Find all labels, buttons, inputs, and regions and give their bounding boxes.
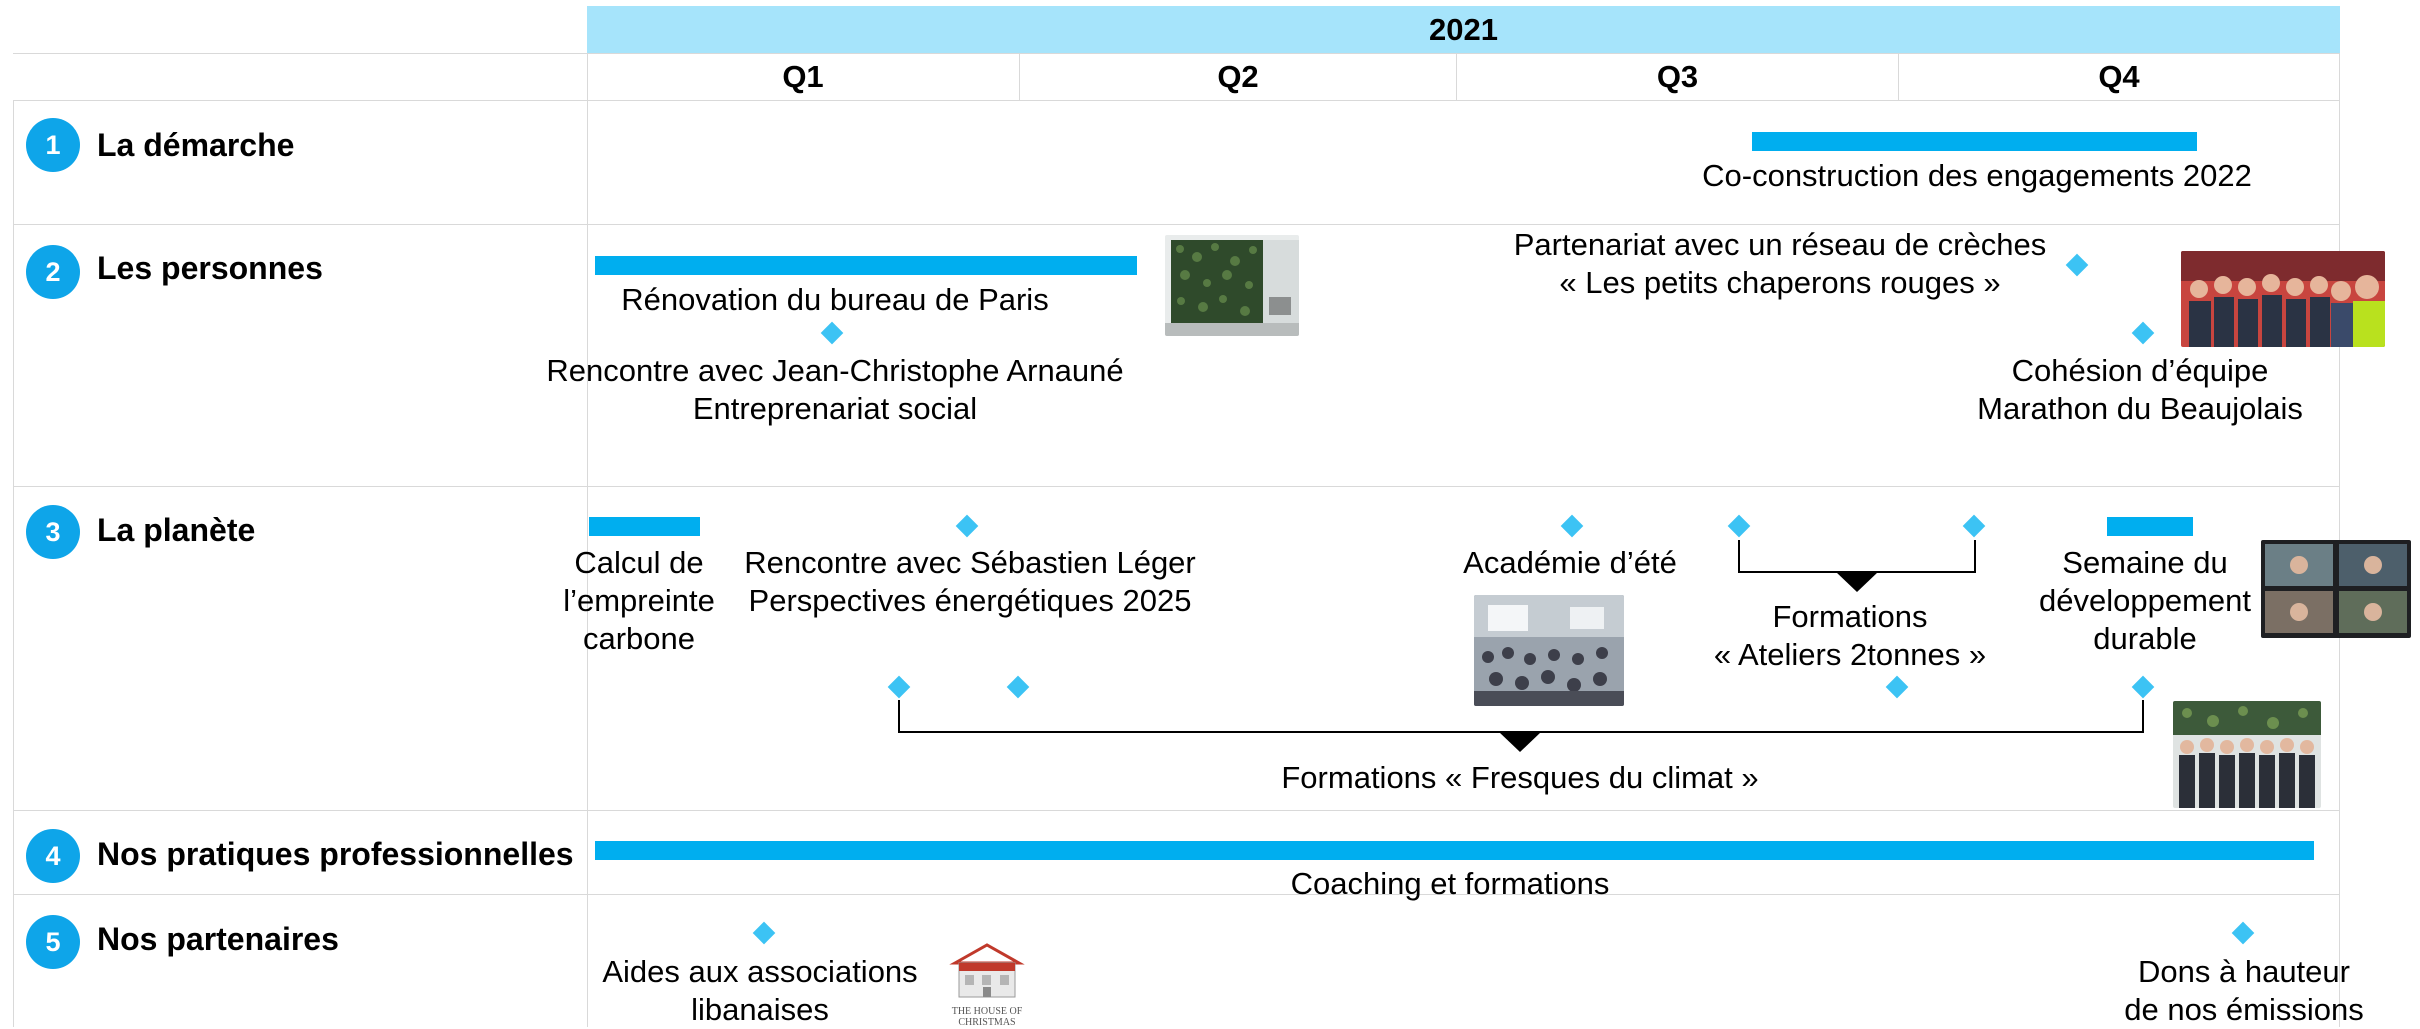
- label-line: durable: [2093, 621, 2197, 656]
- quarter-label: Q1: [782, 58, 824, 94]
- label-line: carbone: [582, 621, 696, 656]
- quarter-label: Q3: [1656, 58, 1699, 94]
- house-of-christmas-logo: THE HOUSE OF CHRISTMAS: [945, 941, 1029, 1028]
- bracket-fresques-pointer: [1499, 732, 1541, 752]
- label-calcul-empreinte: Calcul de l’empreinte carbone: [549, 544, 729, 658]
- quarter-label: Q4: [2098, 58, 2140, 94]
- row-number-badge: 2: [26, 245, 80, 299]
- grid-divider: [13, 100, 2340, 101]
- bracket-ateliers: [1738, 540, 1976, 573]
- label-line: développement: [2039, 583, 2251, 618]
- label-line: Rencontre avec Sébastien Léger: [744, 545, 1196, 580]
- quarter-label: Q2: [1217, 58, 1259, 94]
- label-line: de nos émissions: [2124, 992, 2364, 1027]
- label-rencontre-jc: Rencontre avec Jean-Christophe Arnauné E…: [520, 352, 1150, 428]
- label-rencontre-sl: Rencontre avec Sébastien Léger Perspecti…: [720, 544, 1220, 620]
- label-renovation: Rénovation du bureau de Paris: [621, 282, 1049, 317]
- label-line: « Les petits chaperons rouges »: [1559, 265, 2001, 300]
- quarter-q2: Q2: [1020, 53, 1457, 100]
- label-semaine-dd: Semaine du développement durable: [2015, 544, 2275, 658]
- label-line: Cohésion d’équipe: [2011, 353, 2269, 388]
- row-title-demarche: La démarche: [97, 127, 295, 163]
- label-dons: Dons à hauteur de nos émissions: [2110, 953, 2378, 1029]
- row-number-badge: 3: [26, 505, 80, 559]
- row-title-planete: La planète: [97, 512, 256, 548]
- bracket-ateliers-pointer: [1836, 572, 1878, 592]
- label-line: Aides aux associations: [602, 954, 918, 989]
- bar-renovation: [595, 256, 1137, 275]
- quarter-q1: Q1: [587, 53, 1020, 100]
- year-header: 2021: [587, 6, 2340, 53]
- logo-text: THE HOUSE OF: [951, 1006, 1023, 1017]
- label-academie: Académie d’été: [1463, 545, 1677, 580]
- grid-divider: [13, 486, 2340, 487]
- bar-semaine-dd: [2107, 517, 2193, 536]
- fresques-group-photo: [2173, 701, 2321, 808]
- label-ateliers: Formations « Ateliers 2tonnes »: [1700, 598, 2000, 674]
- bar-coaching: [595, 841, 2314, 860]
- marathon-team-photo: [2181, 251, 2385, 347]
- row-title-personnes: Les personnes: [97, 250, 323, 286]
- label-line: Marathon du Beaujolais: [1977, 391, 2303, 426]
- row-number-badge: 5: [26, 915, 80, 969]
- label-cohesion: Cohésion d’équipe Marathon du Beaujolais: [1950, 352, 2330, 428]
- label-line: Semaine du: [2062, 545, 2228, 580]
- visio-conference-photo: [2261, 540, 2411, 638]
- label-line: Dons à hauteur: [2138, 954, 2350, 989]
- label-line: Partenariat avec un réseau de crèches: [1513, 227, 2047, 262]
- label-aides-associations: Aides aux associations libanaises: [580, 953, 940, 1029]
- label-line: Rencontre avec Jean-Christophe Arnauné: [546, 353, 1124, 388]
- bracket-fresques: [898, 700, 2144, 733]
- label-coaching: Coaching et formations: [1290, 866, 1610, 901]
- grid-divider-vertical: [587, 53, 588, 1027]
- label-line: Calcul de: [574, 545, 704, 580]
- office-wall-photo: [1165, 235, 1299, 336]
- label-line: Formations: [1772, 599, 1928, 634]
- label-line: Perspectives énergétiques 2025: [748, 583, 1192, 618]
- bar-coconstruction: [1752, 132, 2197, 151]
- grid-divider-top: [13, 53, 2340, 54]
- quarter-q3: Q3: [1457, 53, 1899, 100]
- label-coconstruction: Co-construction des engagements 2022: [1702, 158, 2252, 193]
- label-line: « Ateliers 2tonnes »: [1713, 637, 1987, 672]
- label-line: l’empreinte: [563, 583, 715, 618]
- grid-divider: [13, 810, 2340, 811]
- academie-photo: [1474, 595, 1624, 706]
- row-title-partenaires: Nos partenaires: [97, 921, 339, 957]
- grid-divider-left: [13, 100, 14, 1027]
- label-line: libanaises: [691, 992, 829, 1027]
- grid-divider: [13, 224, 2340, 225]
- label-line: Entreprenariat social: [692, 391, 978, 426]
- grid-divider: [13, 894, 2340, 895]
- row-title-pratiques: Nos pratiques professionnelles: [97, 836, 574, 872]
- bar-calcul-empreinte: [589, 517, 700, 536]
- row-number-badge: 4: [26, 829, 80, 883]
- label-creches: Partenariat avec un réseau de crèches « …: [1480, 226, 2080, 302]
- logo-text: CHRISTMAS: [958, 1017, 1016, 1028]
- year-label: 2021: [1429, 11, 1498, 47]
- row-number-badge: 1: [26, 118, 80, 172]
- label-fresques: Formations « Fresques du climat »: [1281, 760, 1759, 795]
